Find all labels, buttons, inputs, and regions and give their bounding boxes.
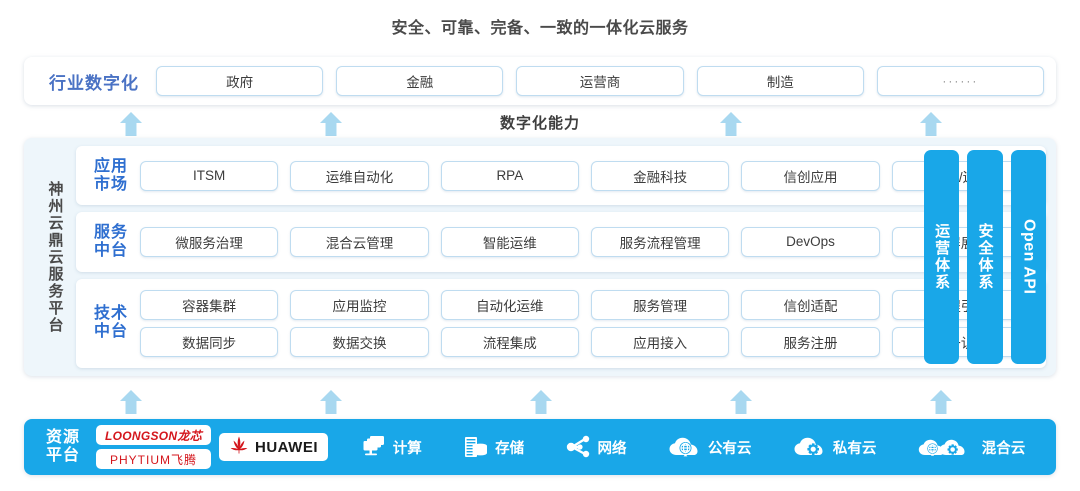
cell-app-access[interactable]: 应用接入 [590, 326, 730, 357]
platform-pillars: 运营体系 安全体系 Open API [924, 150, 1046, 364]
resource-item-network[interactable]: 网络 [566, 435, 627, 459]
public-cloud-icon [668, 435, 702, 459]
layer-label-technology-platform: 技术 中台 [93, 305, 128, 341]
cell-ops-automation[interactable]: 运维自动化 [290, 160, 429, 191]
layer-label-application-market: 应用 市场 [93, 157, 128, 193]
resource-item-private-cloud[interactable]: 私有云 [793, 435, 876, 459]
cell-devops[interactable]: DevOps [741, 226, 880, 257]
layer-technology-platform: 技术 中台 容器集群 应用监控 自动化运维 服务管理 信创适配 流程引擎 数据同… [76, 278, 1046, 368]
industry-items: 政府 金融 运营商 制造 ······ [156, 66, 1048, 96]
cell-service-registry[interactable]: 服务注册 [741, 326, 880, 357]
layer-application-market: 应用 市场 ITSM 运维自动化 RPA 金融科技 信创应用 运维/运营 [76, 146, 1046, 206]
cell-process-integration[interactable]: 流程集成 [440, 326, 579, 357]
up-arrow-icon [118, 111, 144, 137]
up-arrow-icon [928, 389, 954, 415]
resource-item-public-cloud[interactable]: 公有云 [668, 435, 751, 459]
huawei-logo: HUAWEI [219, 433, 329, 461]
resource-platform-bar: 资源 平台 LOONGSON龙芯 PHYTIUM飞腾 HUAWEI [24, 419, 1056, 475]
compute-icon [361, 435, 387, 459]
layer-cells-technology-platform: 容器集群 应用监控 自动化运维 服务管理 信创适配 流程引擎 数据同步 数据交换… [140, 289, 1036, 357]
cell-unified-auth[interactable]: 统一认证 [891, 326, 1030, 357]
industry-item-manufacturing[interactable]: 制造 [696, 66, 864, 96]
cell-process-engine[interactable]: 流程引擎 [891, 289, 1030, 320]
huawei-wordmark: HUAWEI [255, 438, 319, 456]
industry-item-finance[interactable]: 金融 [336, 66, 504, 96]
industry-row-label: 行业数字化 [49, 73, 139, 93]
cell-fintech[interactable]: 金融科技 [590, 160, 730, 191]
cell-microservice-governance[interactable]: 微服务治理 [140, 226, 279, 257]
cell-ops-operations[interactable]: 运维/运营 [891, 160, 1030, 191]
cell-row: 容器集群 应用监控 自动化运维 服务管理 信创适配 流程引擎 [140, 289, 1030, 320]
resource-item-storage[interactable]: 存储 [463, 435, 524, 459]
pillar-open-api[interactable]: Open API [1010, 150, 1046, 364]
resource-items: 计算 [328, 435, 1046, 459]
page-title: 安全、可靠、完备、一致的一体化云服务 [391, 20, 689, 37]
layer-service-platform: 服务 中台 微服务治理 混合云管理 智能运维 服务流程管理 DevOps 大屏展… [76, 212, 1046, 272]
up-arrow-icon [318, 389, 344, 415]
platform-panel: 神州云鼎云服务平台 应用 市场 ITSM 运维自动化 RPA 金融科技 信创应用… [24, 138, 1056, 376]
platform-side-label: 神州云鼎云服务平台 [46, 180, 64, 334]
platform-layers: 应用 市场 ITSM 运维自动化 RPA 金融科技 信创应用 运维/运营 服务 … [76, 146, 1046, 368]
cell-data-exchange[interactable]: 数据交换 [290, 326, 429, 357]
cell-automated-ops[interactable]: 自动化运维 [440, 289, 579, 320]
cell-service-process-mgmt[interactable]: 服务流程管理 [590, 226, 730, 257]
cell-container-cluster[interactable]: 容器集群 [140, 289, 279, 320]
cell-service-mgmt[interactable]: 服务管理 [590, 289, 730, 320]
resource-item-hybrid-cloud[interactable]: 混合云 [918, 435, 1025, 459]
industry-item-telecom[interactable]: 运营商 [516, 66, 684, 96]
pillar-security-system[interactable]: 安全体系 [967, 150, 1003, 364]
hybrid-cloud-icon [918, 435, 976, 459]
up-arrow-icon [718, 111, 744, 137]
industry-item-government[interactable]: 政府 [156, 66, 324, 96]
cell-row: ITSM 运维自动化 RPA 金融科技 信创应用 运维/运营 [140, 160, 1030, 191]
cell-xinchuang-adaptation[interactable]: 信创适配 [741, 289, 880, 320]
huawei-flower-icon [229, 436, 249, 459]
cpu-vendor-chips: LOONGSON龙芯 PHYTIUM飞腾 [96, 425, 212, 469]
storage-icon [463, 435, 489, 459]
resource-platform-label: 资源 平台 [45, 428, 80, 464]
cell-large-screen-display[interactable]: 大屏展示 [891, 226, 1030, 257]
cell-itsm[interactable]: ITSM [140, 160, 279, 191]
cell-intelligent-ops[interactable]: 智能运维 [440, 226, 579, 257]
cell-rpa[interactable]: RPA [440, 160, 579, 191]
cell-app-monitoring[interactable]: 应用监控 [290, 289, 429, 320]
loongson-logo: LOONGSON龙芯 [96, 425, 212, 445]
phytium-logo: PHYTIUM飞腾 [96, 449, 212, 469]
up-arrow-icon [918, 111, 944, 137]
up-arrow-icon [528, 389, 554, 415]
up-arrow-icon [118, 389, 144, 415]
cell-row: 数据同步 数据交换 流程集成 应用接入 服务注册 统一认证 [140, 326, 1030, 357]
cell-xinchuang-app[interactable]: 信创应用 [741, 160, 880, 191]
cell-hybrid-cloud-mgmt[interactable]: 混合云管理 [290, 226, 429, 257]
capability-label: 数字化能力 [499, 115, 580, 132]
industry-item-more[interactable]: ······ [876, 66, 1045, 96]
layer-cells-service-platform: 微服务治理 混合云管理 智能运维 服务流程管理 DevOps 大屏展示 [140, 226, 1036, 257]
private-cloud-icon [793, 435, 827, 459]
pillar-operations-system[interactable]: 运营体系 [924, 150, 960, 364]
layer-cells-application-market: ITSM 运维自动化 RPA 金融科技 信创应用 运维/运营 [140, 160, 1036, 191]
cell-data-sync[interactable]: 数据同步 [140, 326, 279, 357]
cell-row: 微服务治理 混合云管理 智能运维 服务流程管理 DevOps 大屏展示 [140, 226, 1030, 257]
network-icon [566, 435, 592, 459]
layer-label-service-platform: 服务 中台 [93, 223, 128, 259]
up-arrow-icon [728, 389, 754, 415]
industry-row: 行业数字化 政府 金融 运营商 制造 ······ [24, 57, 1056, 105]
resource-item-compute[interactable]: 计算 [361, 435, 422, 459]
up-arrow-icon [318, 111, 344, 137]
